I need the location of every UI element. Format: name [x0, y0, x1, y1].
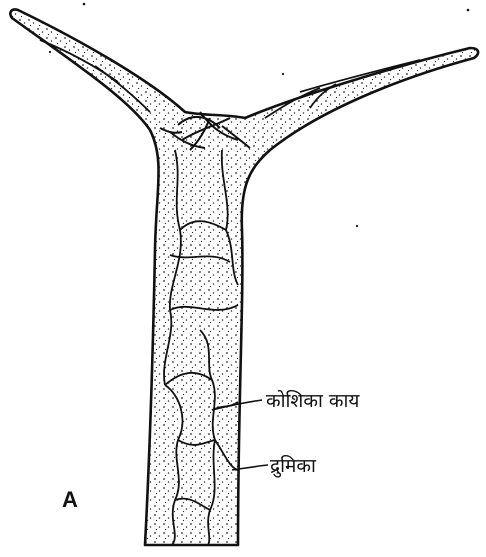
cell-body-label: कोशिका काय	[266, 389, 360, 412]
cell-outline	[10, 9, 478, 545]
dendrite-label: द्रुमिका	[270, 454, 317, 478]
panel-letter: A	[62, 487, 78, 512]
